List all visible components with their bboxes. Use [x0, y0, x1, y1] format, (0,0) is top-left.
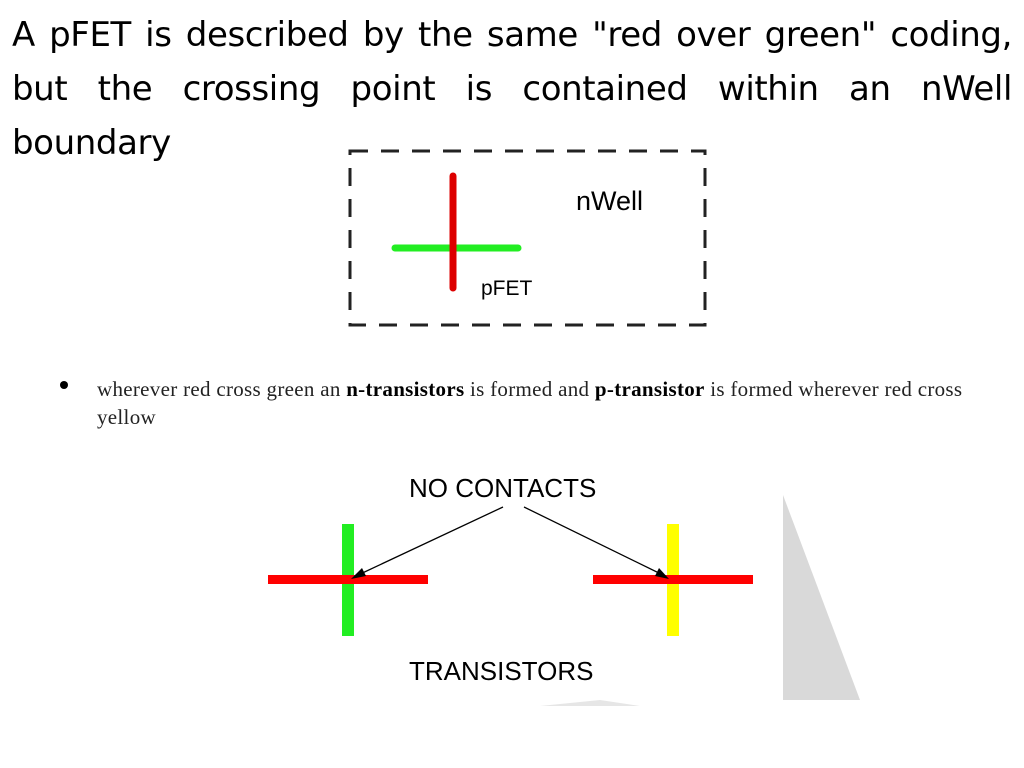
- bullet-text-part2: is formed and: [464, 377, 595, 401]
- bullet-text-part1: wherever red cross green an: [97, 377, 347, 401]
- pfet-diagram: nWell pFET: [348, 149, 707, 327]
- contacts-diagram: NO CONTACTS TRANSISTORS: [268, 473, 753, 686]
- bullet-text-bold-ntransistors: n-transistors: [346, 377, 465, 401]
- bullet-text: wherever red cross green an n-transistor…: [97, 375, 967, 431]
- watermark-shape: [783, 495, 860, 700]
- watermark-shape-tail: [540, 700, 640, 706]
- pfet-label: pFET: [481, 277, 533, 300]
- no-contacts-label: NO CONTACTS: [409, 473, 596, 503]
- nwell-boundary: [348, 149, 707, 327]
- nwell-label: nWell: [576, 186, 643, 216]
- bullet-dot: [60, 381, 68, 389]
- watermark: [540, 495, 860, 706]
- arrow-right-line: [523, 506, 666, 577]
- bullet-text-bold-ptransistor: p-transistor: [594, 377, 705, 401]
- transistors-label: TRANSISTORS: [409, 656, 593, 686]
- intro-paragraph: A pFET is described by the same "red ove…: [12, 15, 1012, 163]
- ntransistor-red-bar: [268, 575, 428, 584]
- arrow-left-line: [355, 506, 504, 577]
- bullet-text-part3: is formed wherever red cross yellow: [97, 377, 963, 429]
- arrow-left-head: [351, 568, 366, 579]
- ptransistor-red-bar: [593, 575, 753, 584]
- arrow-right-head: [655, 568, 669, 579]
